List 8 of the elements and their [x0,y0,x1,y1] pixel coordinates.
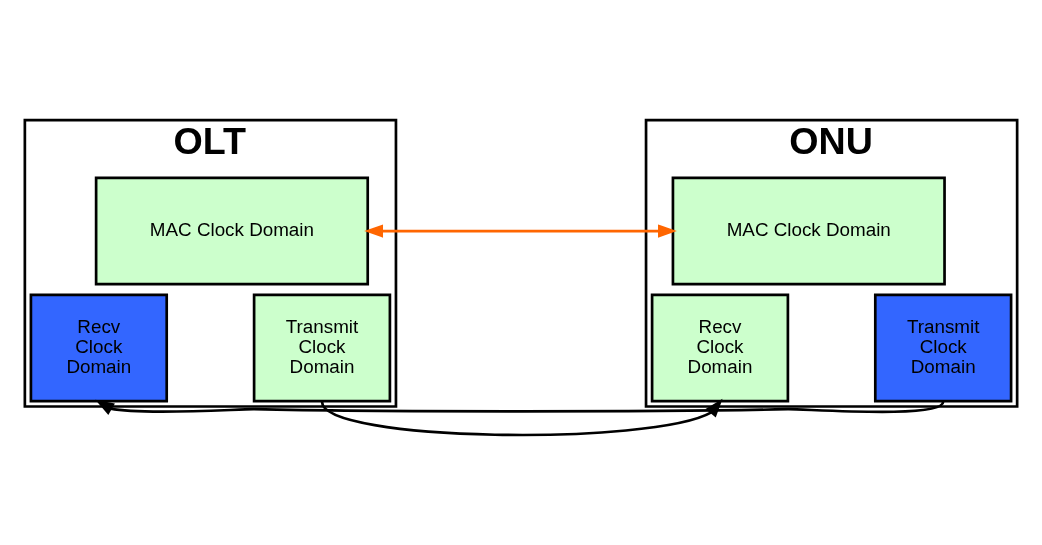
node-box: Recv Clock Domain [650,293,790,403]
node-box: MAC Clock Domain [671,176,946,286]
arrow [95,399,944,415]
node-box: Transmit Clock Domain [873,293,1013,403]
node-box: MAC Clock Domain [94,176,370,286]
node-box: Transmit Clock Domain [252,293,392,403]
node-box: Recv Clock Domain [29,293,169,403]
arrow [364,224,677,238]
